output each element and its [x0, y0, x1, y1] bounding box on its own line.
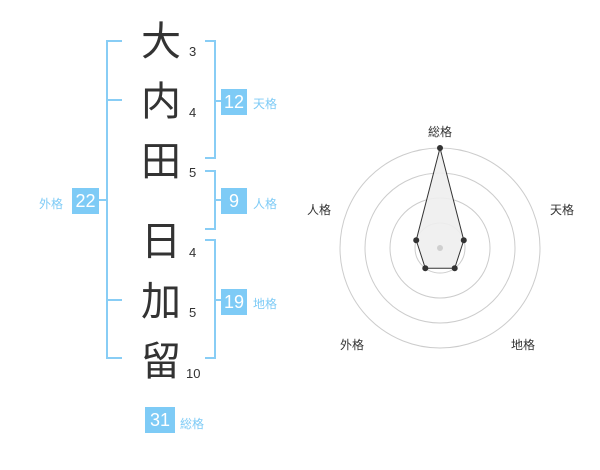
- radar-point-4: [422, 265, 429, 272]
- jinkaku-label: 人格: [253, 197, 278, 211]
- soukaku-label: 総格: [180, 417, 205, 431]
- chikaku-value-badge: 19: [221, 289, 247, 315]
- gaikaku-label: 外格: [39, 197, 64, 211]
- gaikaku-bracket-tick: [106, 99, 122, 101]
- chikaku-bracket-tick: [205, 239, 216, 241]
- radar-label-chikaku: 地格: [511, 338, 536, 352]
- stroke-count-1: 3: [189, 44, 197, 59]
- name-char-2: 内: [141, 79, 181, 125]
- name-char-6: 留: [141, 339, 181, 385]
- jinkaku-value-badge: 9: [221, 188, 247, 214]
- gaikaku-connector: [98, 199, 107, 201]
- gaikaku-bracket-tick: [106, 299, 122, 301]
- radar-point-2: [460, 237, 467, 244]
- radar-point-3: [451, 265, 458, 272]
- name-char-5: 加: [141, 279, 181, 325]
- gaikaku-bracket: [106, 40, 108, 359]
- gaikaku-bracket-tick: [106, 40, 122, 42]
- tenkaku-bracket-tick: [205, 157, 216, 159]
- radar-center-dot: [437, 245, 443, 251]
- radar-chart: [339, 145, 541, 349]
- stroke-count-4: 4: [189, 245, 197, 260]
- chikaku-label: 地格: [253, 297, 278, 311]
- name-char-4: 日: [141, 219, 181, 265]
- gaikaku-bracket-tick: [106, 357, 122, 359]
- name-char-3: 田: [141, 139, 181, 185]
- stroke-count-5: 5: [189, 305, 197, 320]
- radar-point-5: [413, 237, 420, 244]
- stroke-count-6: 10: [186, 366, 201, 381]
- chikaku-bracket-tick: [205, 357, 216, 359]
- jinkaku-connector: [214, 199, 222, 201]
- radar-label-jinkaku: 人格: [307, 203, 332, 217]
- radar-label-soukaku: 総格: [428, 125, 453, 139]
- radar-label-tenkaku: 天格: [550, 203, 575, 217]
- stroke-count-2: 4: [189, 105, 197, 120]
- soukaku-value-badge: 31: [145, 407, 175, 433]
- jinkaku-bracket-tick: [205, 228, 216, 230]
- radar-point-1: [437, 145, 443, 151]
- gaikaku-value-badge: 22: [72, 188, 99, 214]
- tenkaku-bracket: [214, 40, 216, 159]
- name-char-1: 大: [141, 19, 181, 65]
- radar-label-gaikaku: 外格: [340, 338, 365, 352]
- chikaku-connector: [214, 299, 222, 301]
- tenkaku-bracket-tick: [205, 40, 216, 42]
- radar-shape: [415, 147, 465, 269]
- stroke-count-3: 5: [189, 165, 197, 180]
- tenkaku-label: 天格: [253, 97, 278, 111]
- jinkaku-bracket-tick: [205, 170, 216, 172]
- radar-points: [413, 145, 467, 272]
- tenkaku-value-badge: 12: [221, 89, 247, 115]
- tenkaku-connector: [214, 100, 222, 102]
